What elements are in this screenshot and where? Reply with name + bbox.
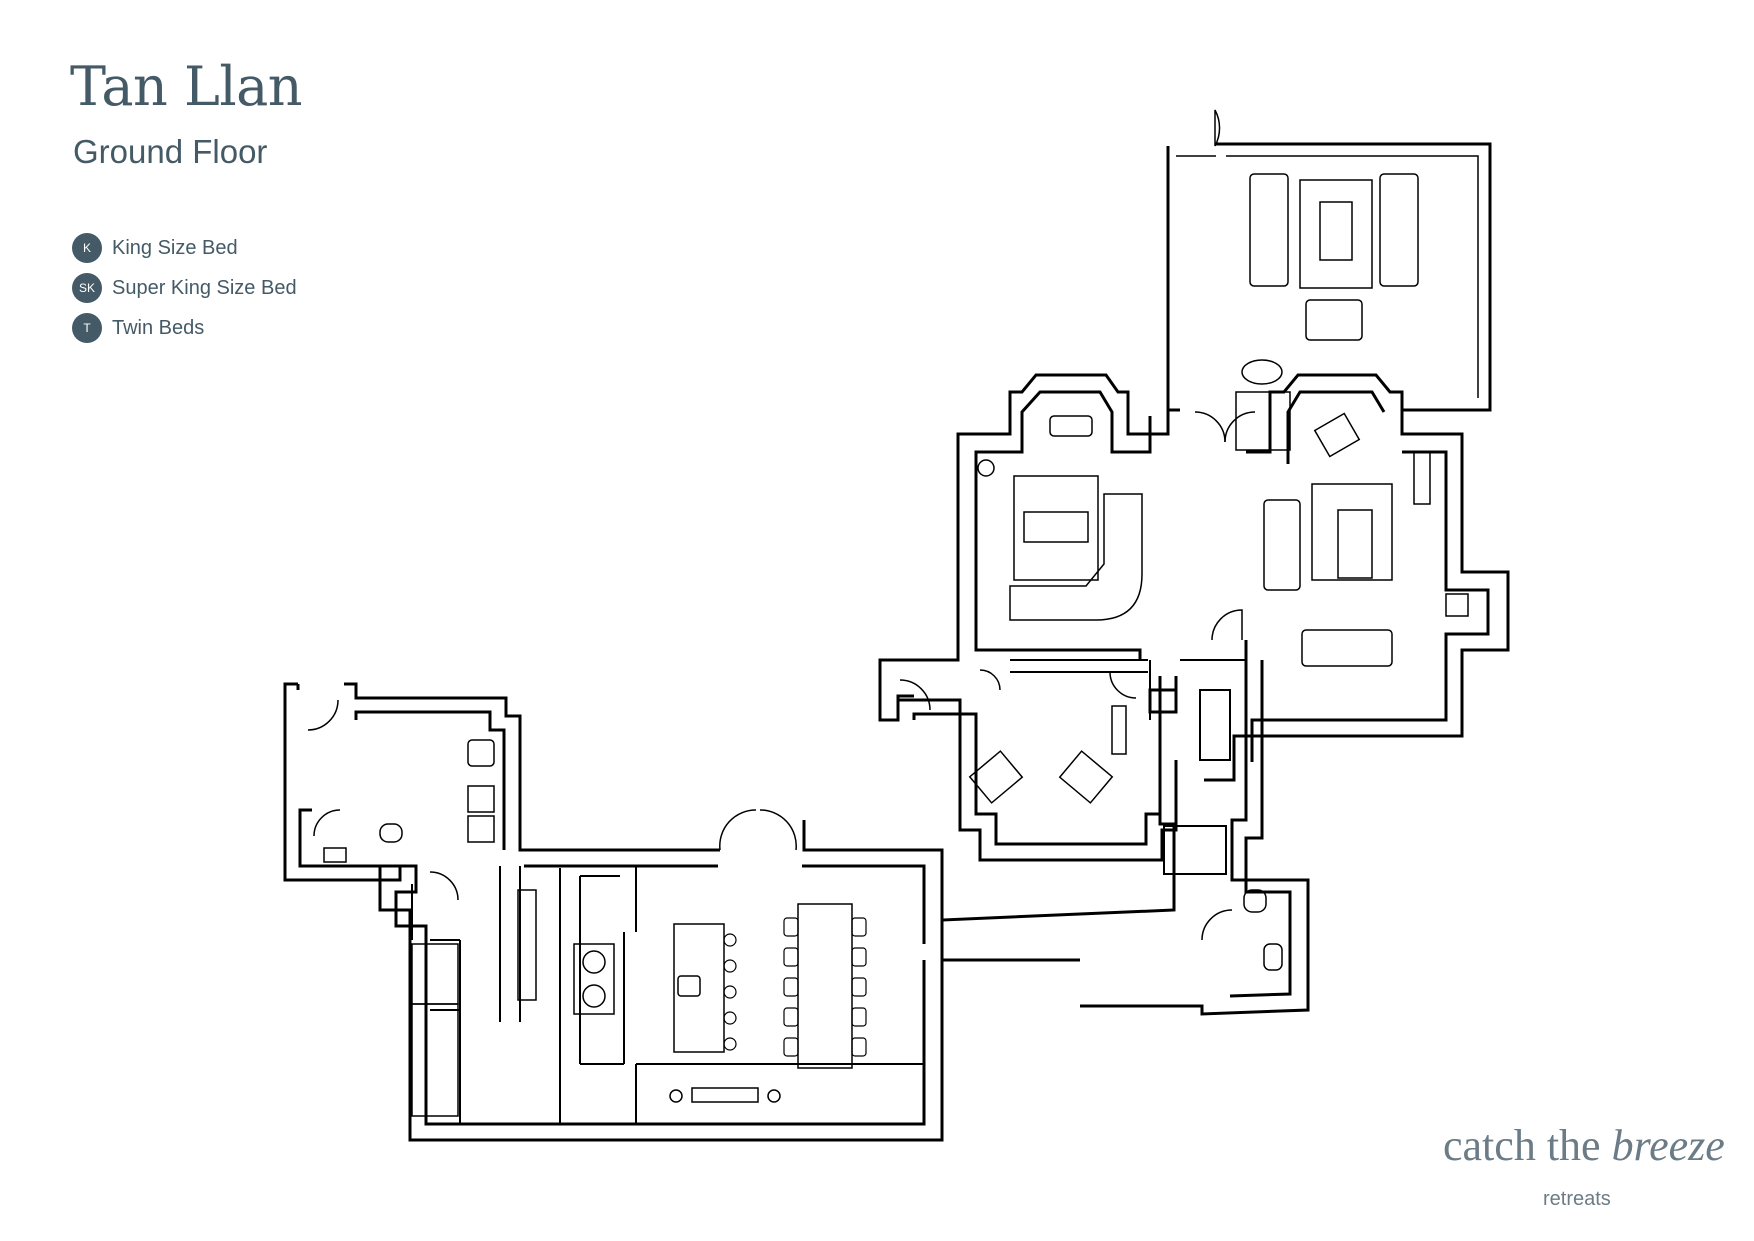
dining-chairs xyxy=(723,917,867,1057)
door-swing xyxy=(759,809,797,851)
twin-bed-badge: T xyxy=(72,313,102,343)
lamp xyxy=(977,459,995,477)
legend-item-super-king: SK Super King Size Bed xyxy=(72,273,297,303)
exterior-walls xyxy=(283,142,1510,1142)
coffee-table xyxy=(1023,511,1089,543)
kitchen-wall xyxy=(344,682,720,852)
fireplace xyxy=(1049,415,1093,437)
door-swing xyxy=(1201,909,1233,941)
conservatory-wall xyxy=(1166,146,1180,412)
kitchen-wall xyxy=(802,820,944,946)
doors xyxy=(307,109,1256,941)
east-lounge-wall xyxy=(1204,410,1510,782)
super-king-bed-badge: SK xyxy=(72,273,102,303)
kitchen-wall-inner xyxy=(354,710,506,850)
side-table xyxy=(1445,593,1469,617)
furniture xyxy=(323,173,1469,1117)
armchair xyxy=(1058,750,1114,804)
door-swing xyxy=(1109,671,1137,699)
snug-wall xyxy=(896,698,1178,862)
door-swing xyxy=(979,669,1001,691)
conservatory-wall-inner xyxy=(1226,155,1479,398)
stair-flight xyxy=(1199,689,1231,761)
door-swing xyxy=(1214,109,1221,147)
rug xyxy=(1013,475,1099,581)
corridor-wall-inner xyxy=(1148,676,1178,714)
toilet xyxy=(379,823,403,843)
east-lounge-wall-inner xyxy=(1250,450,1490,762)
island-sink xyxy=(677,975,701,997)
coffee-table xyxy=(1299,179,1373,289)
kitchen-wall-inner xyxy=(298,808,926,1126)
toilet xyxy=(1243,889,1267,913)
snug-wall-inner xyxy=(912,712,1162,846)
tall-unit xyxy=(411,943,459,1005)
sofa xyxy=(1263,499,1301,591)
door-swing xyxy=(429,871,459,901)
tall-unit xyxy=(411,1003,459,1117)
legend-item-king: K King Size Bed xyxy=(72,233,297,263)
stool xyxy=(767,1089,781,1103)
sofa xyxy=(1379,173,1419,287)
interior-walls xyxy=(411,659,1246,1124)
armchair xyxy=(968,750,1024,804)
east-lounge-wall-inner xyxy=(1286,390,1386,464)
brand-tagline: retreats xyxy=(1543,1188,1611,1210)
stool xyxy=(669,1089,683,1103)
armchair xyxy=(1313,412,1361,458)
legend: K King Size Bed SK Super King Size Bed T… xyxy=(72,233,297,353)
coffee-table xyxy=(1337,509,1373,579)
sideboard xyxy=(1413,451,1431,505)
appliance xyxy=(467,815,495,843)
ottoman xyxy=(1241,359,1283,385)
basin xyxy=(323,847,347,863)
tall-unit xyxy=(517,889,537,1001)
door-swing xyxy=(1194,411,1226,443)
door-swing xyxy=(899,679,931,711)
legend-item-twin: T Twin Beds xyxy=(72,313,297,343)
stair-flight xyxy=(1163,825,1227,875)
west-lounge-wall xyxy=(878,373,1170,722)
basin xyxy=(1263,943,1283,971)
legend-label: King Size Bed xyxy=(112,236,238,259)
brand-name: catch the xyxy=(1443,1121,1612,1170)
sofa xyxy=(1301,629,1393,667)
brand-logo: catch the breeze xyxy=(1443,1120,1725,1171)
door-swing xyxy=(307,699,339,731)
hob xyxy=(573,943,615,1015)
dining-table xyxy=(797,903,853,1069)
armchair xyxy=(1305,299,1363,341)
shelf xyxy=(1111,705,1127,755)
legend-label: Twin Beds xyxy=(112,316,205,339)
rug xyxy=(1311,483,1393,581)
kitchen-island xyxy=(673,923,725,1053)
hob-burner xyxy=(582,984,606,1008)
sectional-sofa xyxy=(1009,493,1143,621)
hob-burner xyxy=(582,950,606,974)
sofa xyxy=(1249,173,1289,287)
range-cooker xyxy=(691,1087,759,1103)
conservatory-wall xyxy=(1215,142,1492,412)
legend-label: Super King Size Bed xyxy=(112,276,297,299)
brand-name-italic: breeze xyxy=(1611,1121,1725,1170)
east-lounge-wall xyxy=(1246,373,1404,454)
west-lounge-wall-inner xyxy=(974,390,1152,660)
appliance xyxy=(467,739,495,767)
corridor-wall xyxy=(1080,640,1310,1016)
appliance xyxy=(467,785,495,813)
kitchen-wall xyxy=(283,682,944,1142)
door-swing xyxy=(1211,609,1243,641)
coffee-table-inner xyxy=(1319,201,1353,261)
door-swing xyxy=(719,809,757,851)
cabinet xyxy=(1235,391,1291,451)
kitchen-wall-inner xyxy=(802,864,926,944)
floor-subtitle: Ground Floor xyxy=(73,133,268,170)
page-title: Tan Llan xyxy=(70,55,303,118)
door-swing xyxy=(1224,411,1256,443)
king-bed-badge: K xyxy=(72,233,102,263)
door-swing xyxy=(313,809,341,837)
